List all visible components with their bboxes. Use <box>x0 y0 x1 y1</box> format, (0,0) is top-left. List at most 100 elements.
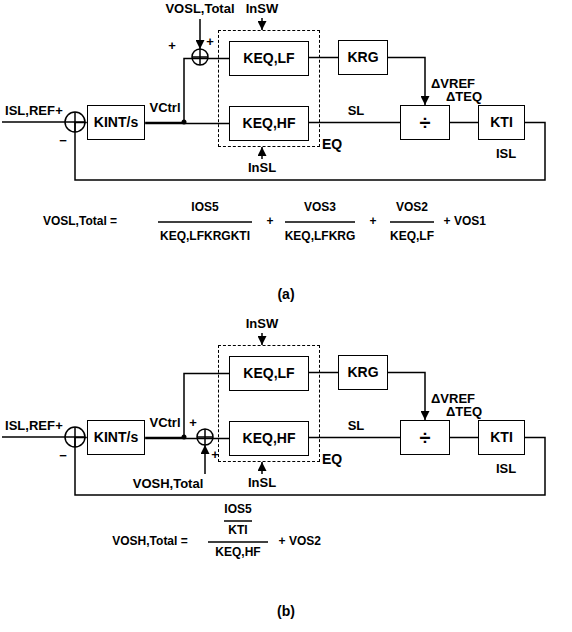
block-label: EQ <box>322 452 342 467</box>
signal-wire <box>75 123 545 181</box>
equation-term: IOS5 <box>191 201 218 214</box>
equation-term: + <box>278 535 285 548</box>
summing-junction <box>192 49 208 65</box>
signal-wire <box>309 122 400 124</box>
signal-wire <box>450 437 478 439</box>
block-label: ÷ <box>420 427 431 449</box>
signal-wire <box>309 57 338 59</box>
equation-term: + <box>443 215 450 228</box>
gain-block: KEQ,HF <box>229 421 309 456</box>
signal-wire <box>450 122 478 124</box>
group-box: EQKEQ,LFKEQ,HF <box>218 345 320 462</box>
gain-block: KRG <box>338 355 388 390</box>
signal-name: ISL,REF <box>5 419 55 433</box>
block-label: KEQ,LF <box>243 51 294 66</box>
signal-wire <box>145 59 229 123</box>
group-box: EQKEQ,LFKEQ,HF <box>218 30 320 147</box>
equation-term: + <box>369 215 376 228</box>
block-label: KEQ,LF <box>243 366 294 381</box>
equation-term: KEQ,HF <box>215 546 260 559</box>
sign: − <box>59 134 67 148</box>
gain-block: KTI <box>478 420 525 455</box>
signal-name: ISL <box>496 147 516 161</box>
signal-name: InSL <box>248 476 276 490</box>
equation-term: KEQ,LFKRG <box>285 230 356 243</box>
signal-name: ΔVREF <box>429 392 477 406</box>
block-label: KTI <box>490 430 513 445</box>
equation-term: + <box>266 215 273 228</box>
offset-arrow <box>199 19 201 49</box>
block-label: KINT/s <box>94 430 138 445</box>
block-label: KRG <box>347 365 378 380</box>
gain-block: KTI <box>478 105 525 140</box>
sign: + <box>189 416 197 430</box>
equation-term: IOS5 <box>224 503 251 516</box>
fraction-bar <box>158 221 252 223</box>
block-label: KEQ,HF <box>243 431 296 446</box>
signal-wire <box>309 437 400 439</box>
fraction-bar <box>390 221 434 223</box>
signal-wire <box>145 438 229 440</box>
signal-wire <box>388 58 425 106</box>
gain-block: KINT/s <box>87 105 145 140</box>
signal-name: ISL,REF <box>5 104 55 118</box>
signal-name: InSW <box>246 2 279 16</box>
equation-term: KTI <box>228 524 247 537</box>
gain-block: KRG <box>338 40 388 75</box>
equation-term: VOSL,Total = <box>43 215 117 228</box>
sign: + <box>206 35 214 49</box>
signal-name: VCtrl <box>149 416 180 430</box>
signal-name: ΔVREF <box>429 77 477 91</box>
divider-block: ÷ <box>400 105 450 140</box>
equation-term: KEQ,LF <box>390 230 434 243</box>
fraction-bar <box>224 520 252 522</box>
connectors <box>75 58 545 496</box>
signal-name: ΔTEQ <box>444 405 484 419</box>
input-arrow <box>261 147 263 159</box>
signal-name: SL <box>346 104 367 118</box>
offset-arrow <box>204 445 206 474</box>
layout-wires <box>2 18 434 542</box>
gain-block: KEQ,LF <box>229 41 309 76</box>
signal-name: VOSH,Total <box>133 477 204 491</box>
block-label: KRG <box>347 50 378 65</box>
block-label: KINT/s <box>94 115 138 130</box>
divider-block: ÷ <box>400 420 450 455</box>
signal-name: InSL <box>248 161 276 175</box>
signal-name: ΔTEQ <box>444 90 484 104</box>
equation-term: VOS2 <box>289 535 321 548</box>
signal-wire <box>145 374 229 438</box>
fraction-bar <box>208 541 268 543</box>
equation-term: KEQ,LFKRGKTI <box>160 230 250 243</box>
sign: + <box>55 419 63 433</box>
gain-block: KINT/s <box>87 420 145 455</box>
sign: − <box>59 449 67 463</box>
summing-junction <box>197 429 213 445</box>
input-arrow <box>261 333 263 345</box>
subfigure-label: (a) <box>277 287 294 302</box>
signal-wire <box>75 438 545 496</box>
input-wire <box>2 121 65 123</box>
gain-block: KEQ,LF <box>229 356 309 391</box>
block-label: ÷ <box>420 112 431 134</box>
signal-name: VOSL,Total <box>165 2 234 16</box>
signal-name: ISL <box>496 462 516 476</box>
equation-term: VOS3 <box>304 201 336 214</box>
input-arrow <box>261 462 263 474</box>
subfigure-label: (b) <box>277 604 295 619</box>
gain-block: KEQ,HF <box>229 106 309 141</box>
block-label: KTI <box>490 115 513 130</box>
equation-term: VOS2 <box>396 201 428 214</box>
signal-wire <box>309 372 338 374</box>
signal-name: VCtrl <box>149 101 180 115</box>
sign: + <box>55 104 63 118</box>
signal-name: SL <box>346 419 367 433</box>
input-arrow <box>261 18 263 30</box>
signal-wire <box>145 123 229 125</box>
block-label: KEQ,HF <box>243 116 296 131</box>
fraction-bar <box>285 221 355 223</box>
